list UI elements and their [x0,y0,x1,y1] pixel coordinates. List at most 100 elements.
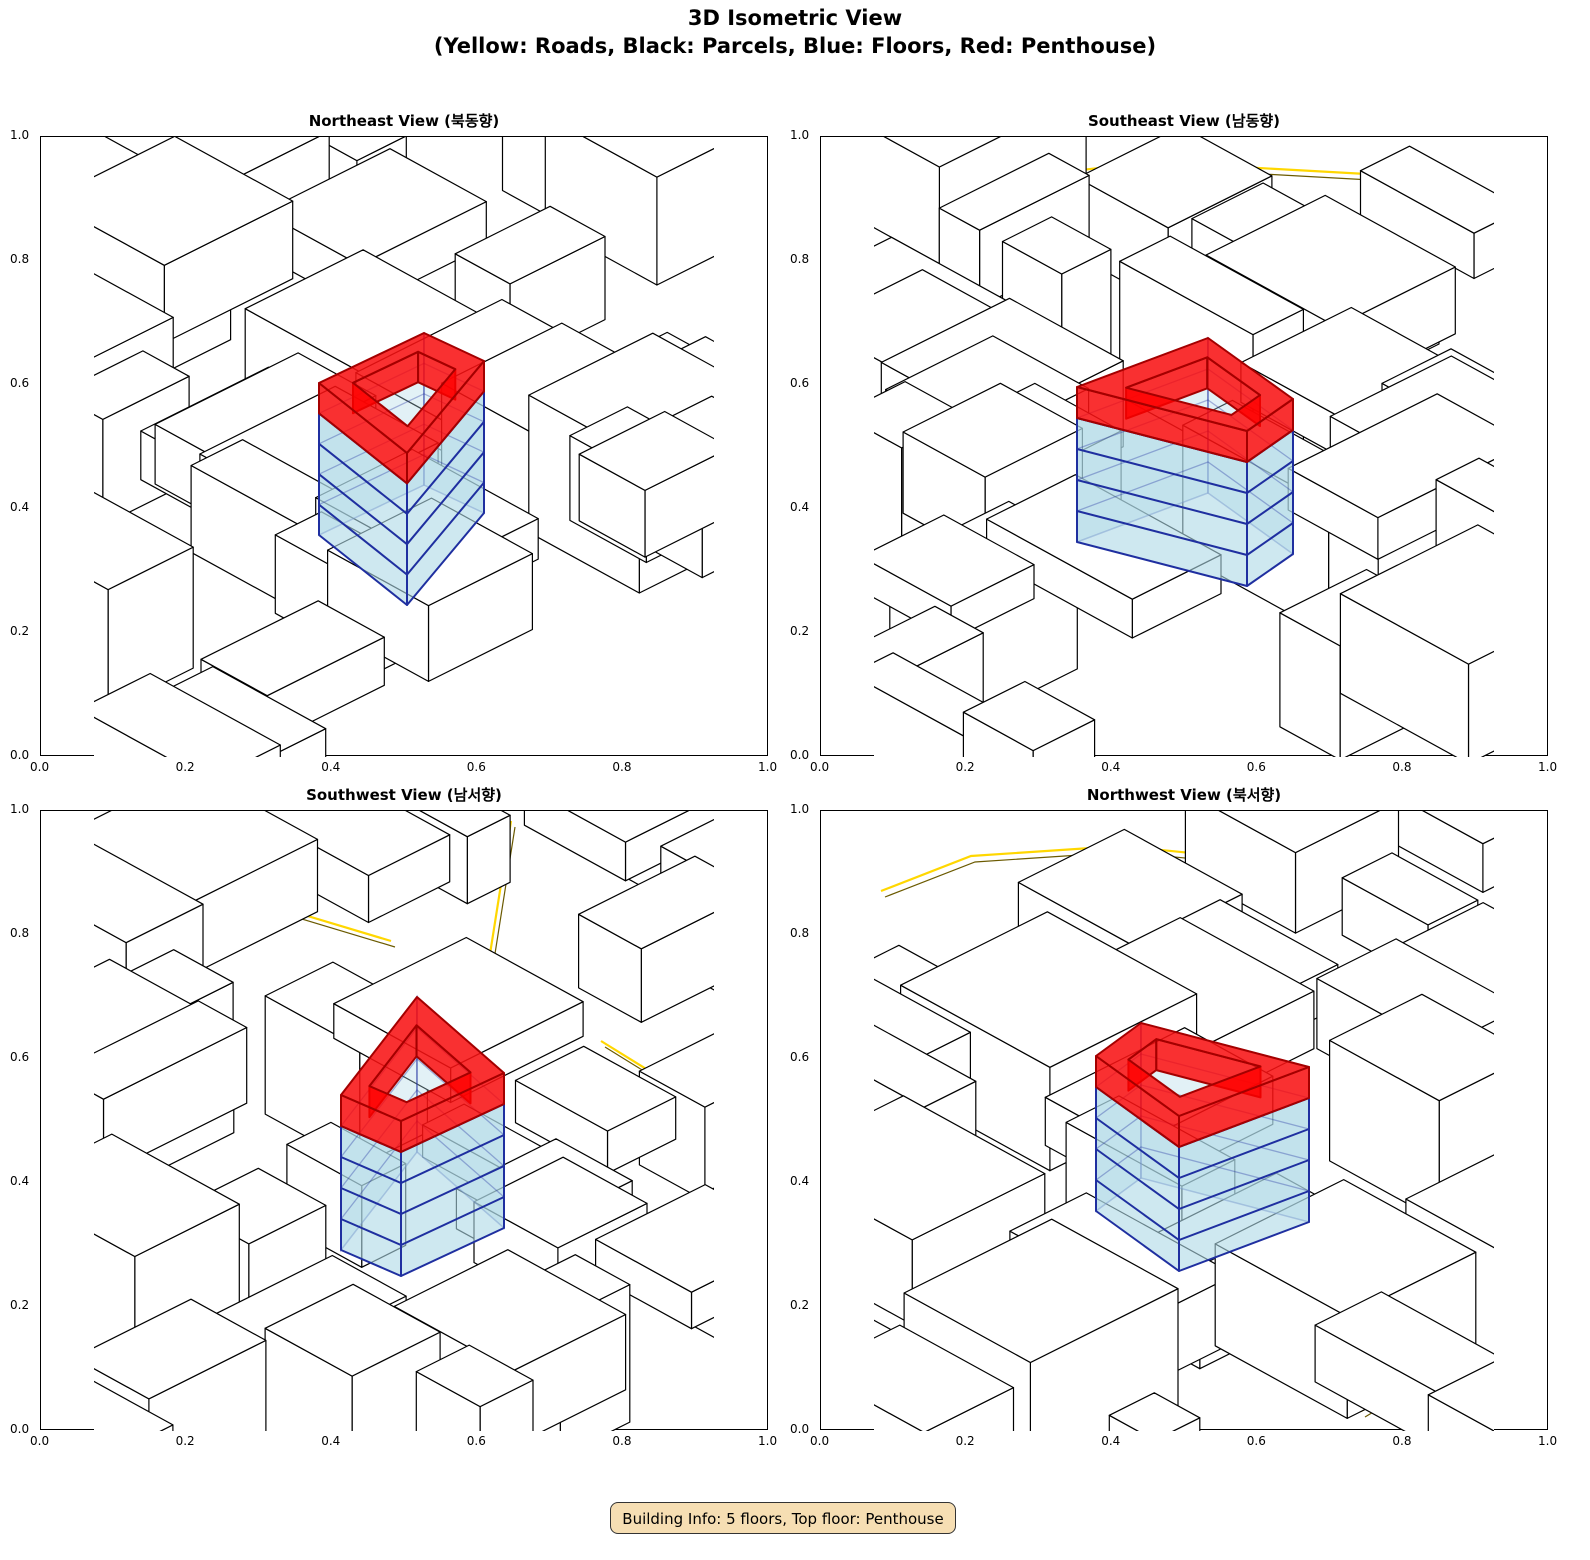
parcel-building [94,672,281,757]
panel-title-northwest: Northwest View (북서향) [1086,786,1282,804]
penthouse-roof [1076,337,1294,432]
target-building [318,331,485,606]
parcel-building [94,1000,248,1176]
y-tick-label: 0.6 [790,1050,810,1064]
x-tick-label: 0.4 [321,1434,341,1448]
parcel-building [1427,1361,1494,1431]
floor-line [318,481,485,576]
isometric-scene-southwest [94,811,714,1431]
x-tick-label: 0.0 [810,1434,830,1448]
x-tick-label: 0.8 [612,760,632,774]
x-tick-label: 0.8 [1392,1434,1412,1448]
x-tick-label: 0.4 [1101,1434,1121,1448]
x-tick-label: 0.4 [1101,760,1121,774]
y-tick-label: 0.2 [10,624,30,638]
y-tick-label: 0.0 [790,748,810,762]
x-tick-label: 0.2 [175,1434,195,1448]
target-building [1095,1021,1310,1272]
parcel-building [264,1283,441,1431]
x-tick-label: 1.0 [758,1434,778,1448]
y-tick-label: 0.0 [790,1422,810,1436]
building-info-box: Building Info: 5 floors, Top floor: Pent… [610,1502,956,1534]
penthouse-roof [340,996,505,1122]
target-building [340,994,505,1277]
target-building [1076,336,1294,587]
x-tick-label: 0.0 [30,1434,50,1448]
x-tick-label: 0.8 [1392,760,1412,774]
x-tick-label: 0.0 [810,760,830,774]
y-tick-label: 0.4 [790,1174,810,1188]
floor-line [1076,448,1294,495]
figure-title-line2: (Yellow: Roads, Black: Parcels, Blue: Fl… [433,34,1157,58]
isometric-scene-northeast [94,137,714,757]
floor-line [340,1165,505,1216]
y-tick-label: 0.6 [10,1050,30,1064]
x-tick-label: 0.2 [955,1434,975,1448]
y-tick-label: 1.0 [790,128,810,142]
isometric-scene-northwest [874,811,1494,1431]
x-tick-label: 0.2 [175,760,195,774]
x-tick-label: 1.0 [1538,1434,1558,1448]
y-tick-label: 1.0 [10,128,30,142]
x-tick-label: 0.6 [1246,1434,1266,1448]
axes-northwest [820,810,1548,1431]
parcel-building [1359,145,1494,280]
y-tick-label: 0.0 [10,1422,30,1436]
axes-northeast [40,136,768,757]
parcel-building [578,410,714,558]
parcel-building [594,1184,714,1330]
x-tick-label: 0.6 [1246,760,1266,774]
penthouse-roof [318,332,485,454]
x-tick-label: 0.6 [466,760,486,774]
floor-line [318,451,485,546]
figure-title-line1: 3D Isometric View [687,6,903,30]
y-tick-label: 0.2 [790,1298,810,1312]
y-tick-label: 1.0 [10,802,30,816]
x-tick-label: 1.0 [1538,760,1558,774]
floor-line [1076,479,1294,526]
parcel-building [514,1045,677,1174]
floor-line [340,1134,505,1185]
axes-southwest [40,810,768,1431]
parcel-building [874,1324,1015,1431]
panel-title-southeast: Southeast View (남동향) [1087,112,1281,130]
y-tick-label: 0.8 [10,926,30,940]
x-tick-label: 0.4 [321,760,341,774]
y-tick-label: 0.2 [790,624,810,638]
y-tick-label: 0.4 [790,500,810,514]
floor-line [1095,1117,1310,1180]
axes-southeast [820,136,1548,757]
x-tick-label: 1.0 [758,760,778,774]
isometric-scene-southeast [874,137,1494,757]
penthouse-roof [1095,1022,1310,1117]
panel-title-southwest: Southwest View (남서향) [306,786,502,804]
x-tick-label: 0.8 [612,1434,632,1448]
parcel-building [94,1380,174,1431]
x-tick-label: 0.2 [955,760,975,774]
y-tick-label: 0.8 [10,252,30,266]
y-tick-label: 0.0 [10,748,30,762]
y-tick-label: 0.4 [10,1174,30,1188]
y-tick-label: 0.8 [790,252,810,266]
parcel-building [1339,524,1494,757]
parcel-building [577,855,714,1023]
y-tick-label: 1.0 [790,802,810,816]
floor-line [318,421,485,516]
y-tick-label: 0.4 [10,500,30,514]
floor-line [1095,1148,1310,1211]
parcel-building [1108,1392,1201,1431]
x-tick-label: 0.0 [30,760,50,774]
y-tick-label: 0.8 [790,926,810,940]
parcel-building [544,137,714,286]
parcel-building [94,491,194,712]
y-tick-label: 0.2 [10,1298,30,1312]
parcel-building [415,1344,534,1431]
parcel-building [962,680,1096,757]
y-tick-label: 0.6 [10,376,30,390]
floor-line [1076,510,1294,557]
floor-line [1095,1179,1310,1242]
x-tick-label: 0.6 [466,1434,486,1448]
y-tick-label: 0.6 [790,376,810,390]
parcel-building [1184,811,1400,934]
